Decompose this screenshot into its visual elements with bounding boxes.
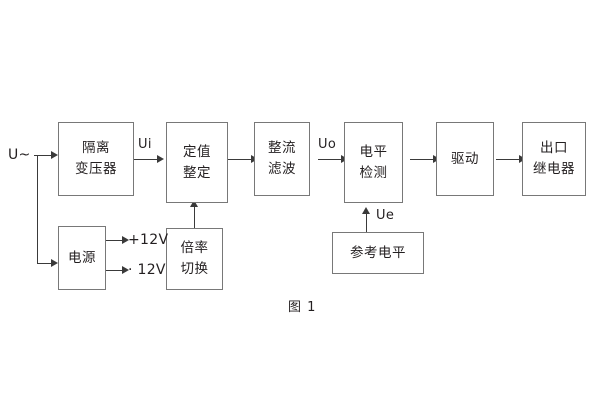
label-signal-ue: Ue xyxy=(376,208,395,223)
wire-supply-negative xyxy=(106,270,124,271)
block-multiplier-switch-line1: 倍率 xyxy=(180,240,209,257)
block-output-relay-line1: 出口 xyxy=(540,140,568,157)
label-supply-negative: · 12V xyxy=(128,262,166,278)
block-reference-level-line1: 参考电平 xyxy=(350,244,406,261)
block-output-relay[interactable]: 出口 继电器 xyxy=(522,122,586,196)
wire-transformer-to-setting xyxy=(134,159,159,160)
label-signal-uo: Uo xyxy=(318,137,337,152)
block-setting-value-line2: 整定 xyxy=(183,164,211,181)
arrowhead-to-power-supply xyxy=(51,259,58,267)
block-multiplier-switch[interactable]: 倍率 切换 xyxy=(166,228,223,290)
wire-input-stub xyxy=(34,155,38,156)
block-level-detection-line1: 电平 xyxy=(359,143,388,160)
wire-level-to-drive xyxy=(410,159,435,160)
arrowhead-to-transformer xyxy=(51,151,58,159)
label-signal-ui: Ui xyxy=(138,137,152,152)
block-isolation-transformer-line1: 隔离 xyxy=(82,140,110,157)
wire-input-bus xyxy=(37,155,38,263)
arrowhead-supply-negative xyxy=(122,266,129,274)
arrowhead-supply-positive xyxy=(122,236,129,244)
label-supply-positive: +12V xyxy=(128,232,169,248)
arrowhead-reference-to-level xyxy=(362,207,370,214)
wire-multiplier-to-setting xyxy=(194,203,195,229)
block-setting-value[interactable]: 定值 整定 xyxy=(166,122,228,203)
block-rectify-filter-line1: 整流 xyxy=(268,140,296,157)
block-level-detection-line2: 检测 xyxy=(359,164,388,181)
wire-rectify-to-level xyxy=(318,159,343,160)
block-level-detection[interactable]: 电平 检测 xyxy=(344,122,403,203)
block-power-supply[interactable]: 电源 xyxy=(58,226,106,290)
block-setting-value-line1: 定值 xyxy=(183,143,211,160)
wire-setting-to-rectify xyxy=(228,159,253,160)
block-multiplier-switch-line2: 切换 xyxy=(180,261,209,277)
block-rectify-filter[interactable]: 整流 滤波 xyxy=(254,122,310,196)
figure-caption: 图 1 xyxy=(288,300,317,315)
wire-drive-to-relay xyxy=(496,159,521,160)
wire-supply-positive xyxy=(106,240,124,241)
arrowhead-transformer-to-setting xyxy=(157,155,164,163)
arrowhead-multiplier-to-setting xyxy=(190,200,198,207)
wire-to-power-supply xyxy=(37,263,53,264)
block-isolation-transformer[interactable]: 隔离 变压器 xyxy=(58,122,134,196)
block-reference-level[interactable]: 参考电平 xyxy=(332,232,424,274)
block-power-supply-line1: 电源 xyxy=(68,249,96,266)
wire-to-transformer xyxy=(37,155,53,156)
wire-reference-to-level xyxy=(366,210,367,232)
block-drive[interactable]: 驱动 xyxy=(436,122,494,196)
block-output-relay-line2: 继电器 xyxy=(533,161,575,177)
label-input-voltage: U~ xyxy=(8,147,31,163)
block-rectify-filter-line2: 滤波 xyxy=(268,161,296,177)
block-drive-line1: 驱动 xyxy=(451,150,479,167)
block-isolation-transformer-line2: 变压器 xyxy=(75,161,117,177)
